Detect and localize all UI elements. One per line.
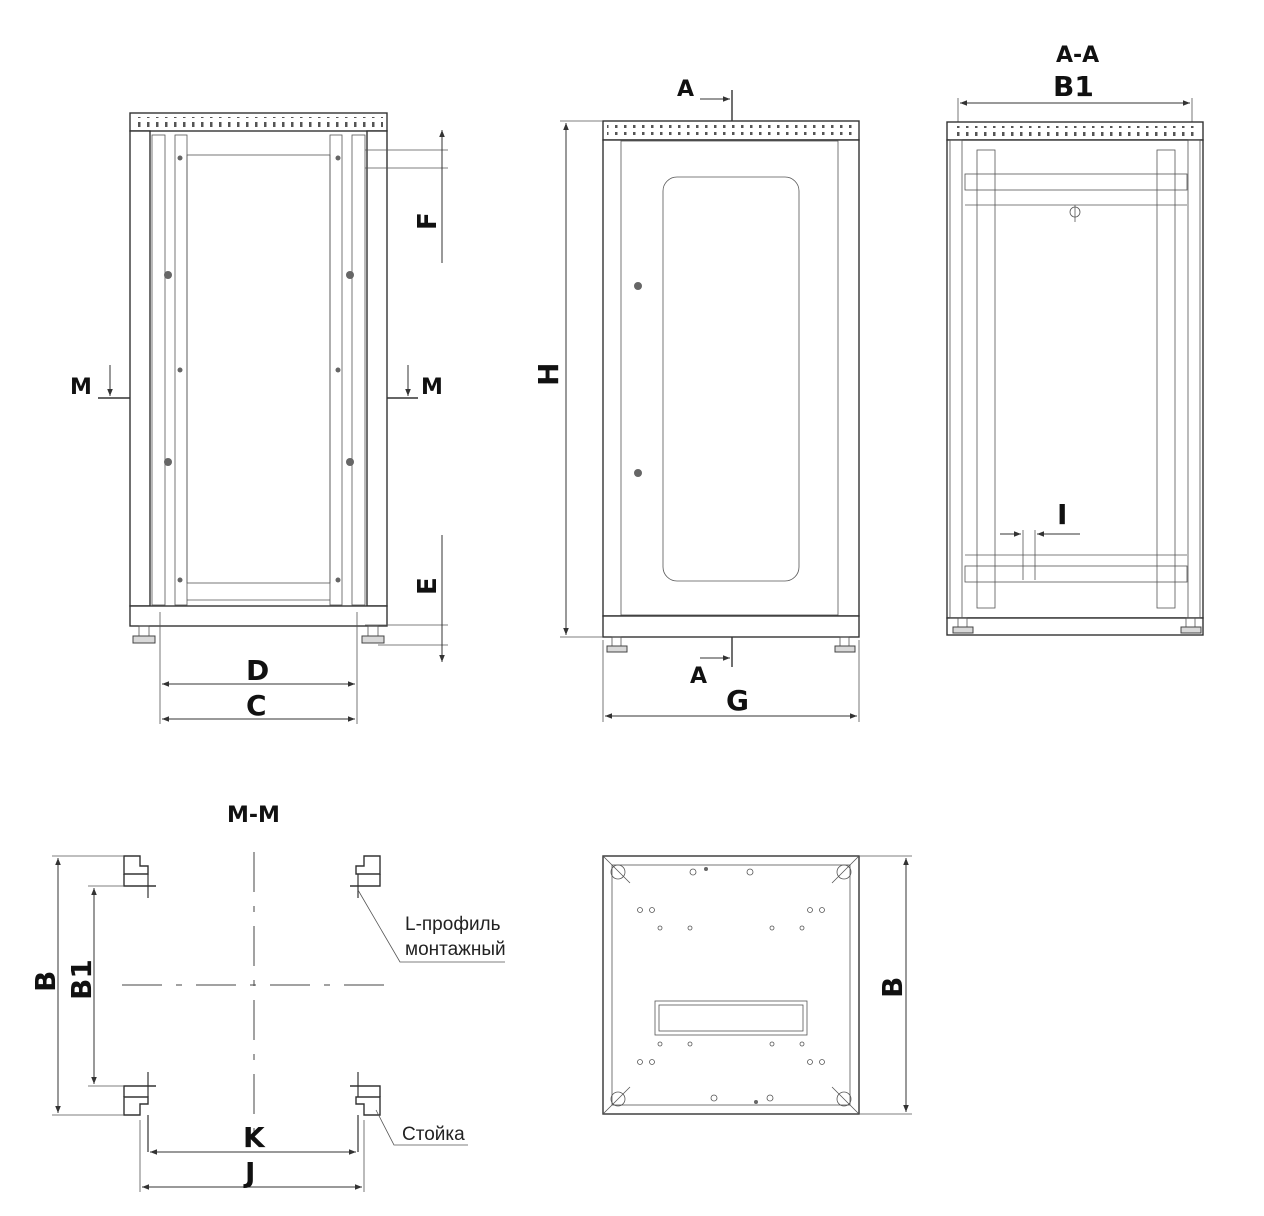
dim-label-b1-top: B1 xyxy=(1053,70,1094,103)
section-title-mm: M-M xyxy=(227,803,280,828)
dim-label-g: G xyxy=(726,684,749,717)
callout-l-profile-line1: L-профиль xyxy=(405,914,501,935)
callout-post: Стойка xyxy=(402,1124,465,1145)
dim-label-c: C xyxy=(246,689,267,722)
cut-label-m-left: M xyxy=(70,375,92,400)
cut-label-a-top: A xyxy=(677,77,694,102)
dim-label-b-right: B xyxy=(876,977,909,998)
cut-label-a-bottom: A xyxy=(690,664,707,689)
section-title-aa: A-A xyxy=(1056,43,1099,68)
top-view: B xyxy=(602,855,912,1115)
door-view: A A H G xyxy=(532,77,860,722)
dim-label-j: J xyxy=(243,1156,255,1189)
dim-label-e: E xyxy=(413,577,443,595)
section-mm-view: M-M B B1 K J xyxy=(29,803,506,1192)
section-aa-view: A-A B1 I xyxy=(946,43,1204,636)
dim-label-b1-left: B1 xyxy=(65,959,98,1000)
front-view: M M F E D C xyxy=(70,112,448,724)
dim-label-h: H xyxy=(532,363,565,386)
dim-label-d: D xyxy=(246,654,269,687)
dim-label-k: K xyxy=(243,1121,266,1154)
dim-label-f: F xyxy=(413,212,443,230)
dim-label-b-left: B xyxy=(29,971,62,992)
cut-label-m-right: M xyxy=(421,375,443,400)
callout-l-profile-line2: монтажный xyxy=(405,939,506,960)
dim-label-i: I xyxy=(1057,498,1067,531)
